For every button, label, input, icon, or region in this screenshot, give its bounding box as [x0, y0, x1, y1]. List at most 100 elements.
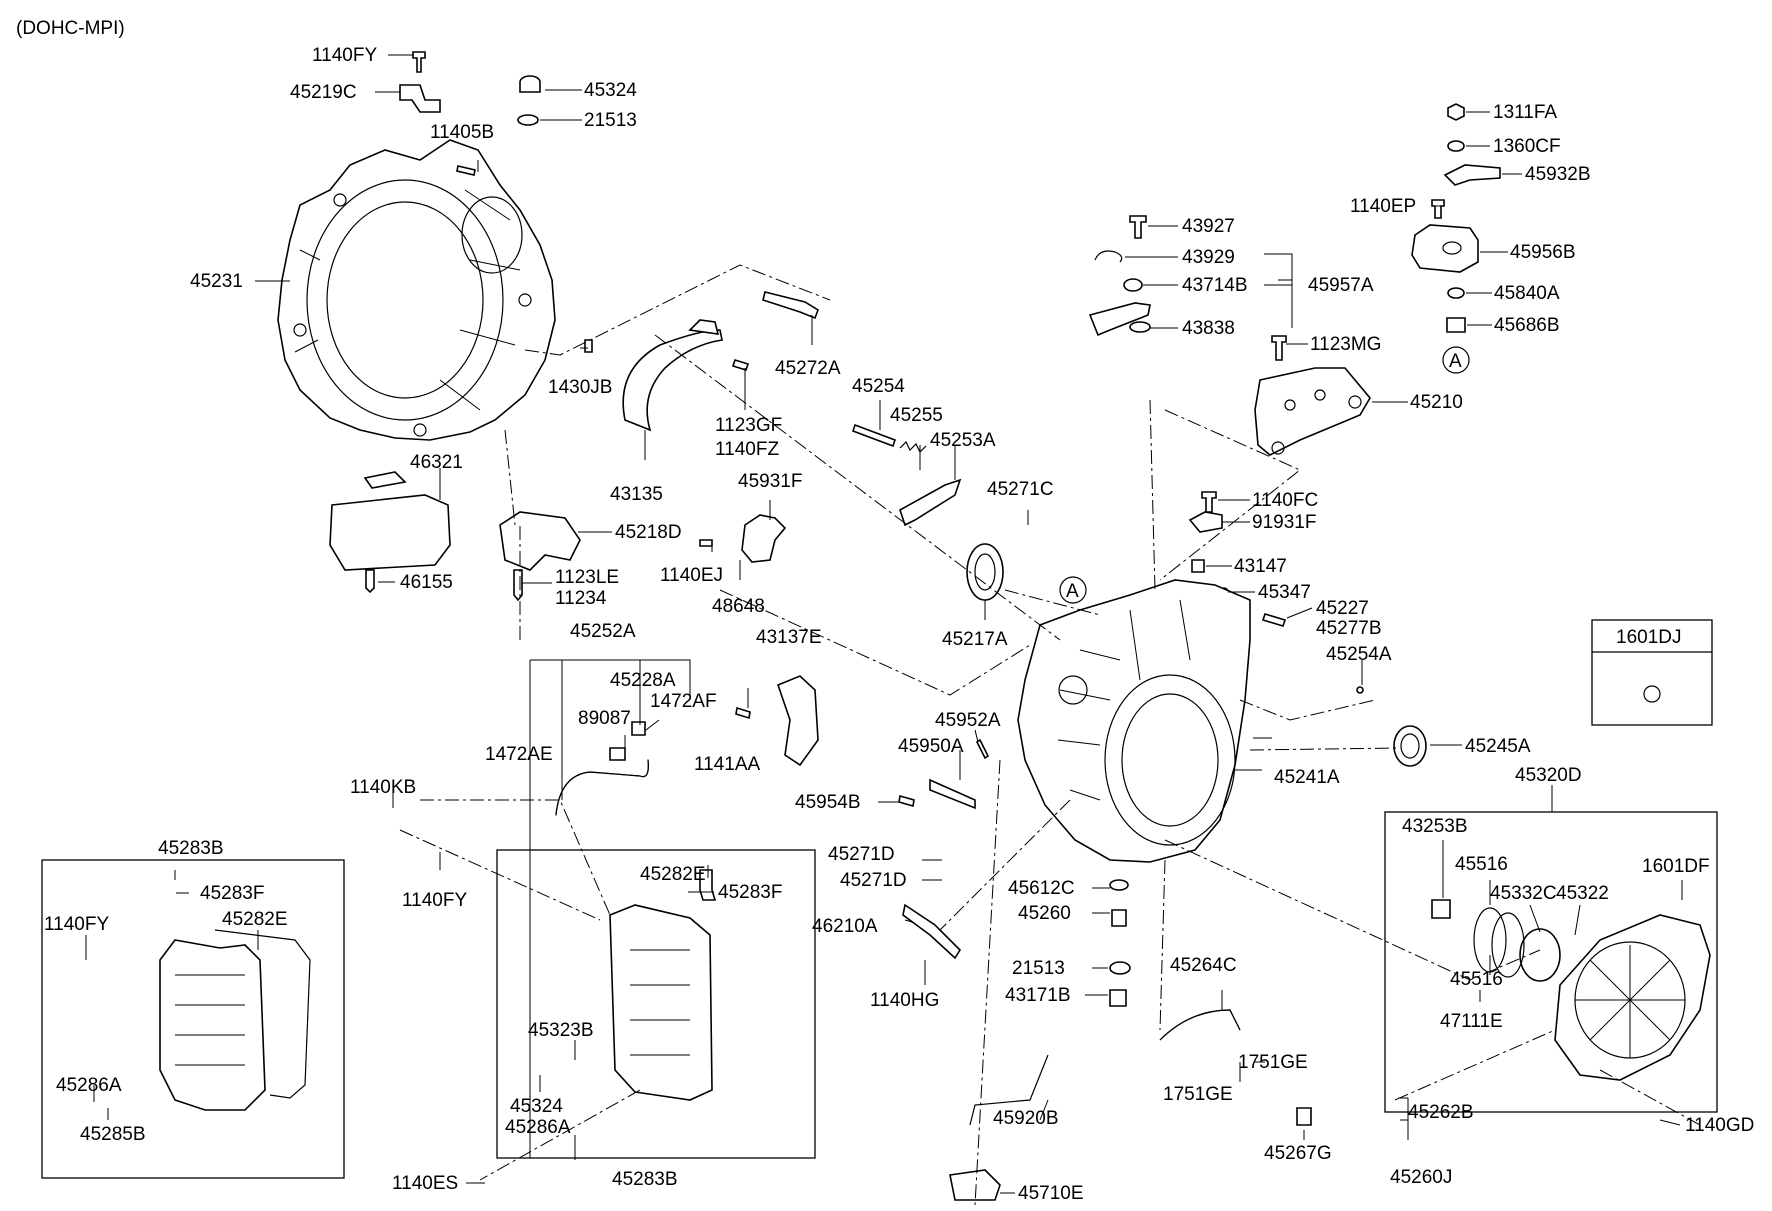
label-45218D: 45218D: [615, 522, 682, 543]
label-1123LE: 1123LE: [555, 567, 619, 588]
label-1360CF: 1360CF: [1493, 136, 1561, 157]
bolt-1123GF: [731, 359, 750, 371]
inset-title: 1601DJ: [1616, 627, 1682, 648]
label-45285B: 45285B: [80, 1124, 146, 1145]
engine-variant-heading: (DOHC-MPI): [16, 18, 125, 39]
box-45320D: [1384, 811, 1718, 1113]
label-45283B-left: 45283B: [158, 838, 224, 859]
nut-1311FA: [1447, 103, 1465, 121]
label-45324-lower: 45324: [510, 1096, 563, 1117]
box-45283B-left: [41, 859, 345, 1179]
hose-45252A: [555, 759, 649, 816]
bolt-1140EP: [1431, 199, 1445, 219]
label-1311FA: 1311FA: [1493, 102, 1557, 123]
lever-45253A: [899, 478, 962, 527]
label-21513: 21513: [584, 110, 637, 131]
pin-45254A: [1356, 686, 1364, 694]
label-45322: 45322: [1556, 883, 1609, 904]
label-45219C: 45219C: [290, 82, 357, 103]
label-1140FY: 1140FY: [312, 45, 377, 66]
label-1472AF: 1472AF: [650, 691, 717, 712]
label-45252A: 45252A: [570, 621, 636, 642]
bracket-46210A: [902, 903, 962, 960]
spring-45255: [899, 440, 927, 454]
bolt-43927: [1129, 215, 1147, 239]
label-45932B: 45932B: [1525, 164, 1591, 185]
transaxle-housing-45231: [277, 139, 556, 441]
bolt-1123LE: [513, 569, 523, 602]
label-43253B: 43253B: [1402, 816, 1468, 837]
bolt-1140FC: [1201, 491, 1217, 513]
label-46210A: 46210A: [812, 916, 878, 937]
label-1472AE: 1472AE: [485, 744, 553, 765]
label-45255: 45255: [890, 405, 943, 426]
label-45231: 45231: [190, 271, 243, 292]
label-1751GE-a: 1751GE: [1238, 1052, 1308, 1073]
label-45347: 45347: [1258, 582, 1311, 603]
bolt-46155: [365, 569, 375, 594]
label-45271D-a: 45271D: [828, 844, 895, 865]
label-45612C: 45612C: [1008, 878, 1075, 899]
label-45271D-b: 45271D: [840, 870, 907, 891]
label-1140FZ: 1140FZ: [715, 439, 779, 460]
bolt-1140EJ: [699, 539, 713, 547]
label-43171B: 43171B: [1005, 985, 1071, 1006]
clip-43929: [1094, 250, 1123, 263]
bracket-45218D: [499, 511, 581, 571]
bearing-45332C: [1519, 928, 1561, 982]
label-45264C: 45264C: [1170, 955, 1237, 976]
lever-45932B: [1443, 164, 1501, 186]
label-45283B-right: 45283B: [612, 1169, 678, 1190]
label-45254A: 45254A: [1326, 644, 1392, 665]
label-45241A: 45241A: [1274, 767, 1340, 788]
ref-a-case: A: [1066, 581, 1079, 602]
valve-cover-right: [609, 904, 713, 1101]
label-45277B: 45277B: [1316, 618, 1382, 639]
gasket-45282E: [214, 929, 311, 1099]
label-45282E-right: 45282E: [640, 864, 706, 885]
label-45956B: 45956B: [1510, 242, 1576, 263]
label-45323B: 45323B: [528, 1020, 594, 1041]
mounting-bracket-45210: [1254, 367, 1371, 456]
label-1140EJ: 1140EJ: [660, 565, 723, 586]
label-45283F-right: 45283F: [718, 882, 782, 903]
bolt-45954B: [898, 794, 915, 808]
label-45282E-left: 45282E: [222, 909, 288, 930]
label-1430JB: 1430JB: [548, 377, 612, 398]
washer-45840A: [1447, 287, 1465, 299]
label-45686B: 45686B: [1494, 315, 1560, 336]
label-1140EP: 1140EP: [1350, 196, 1416, 217]
label-1123MG: 1123MG: [1310, 334, 1381, 355]
label-45245A: 45245A: [1465, 736, 1531, 757]
label-1751GE-b: 1751GE: [1163, 1084, 1233, 1105]
label-45260: 45260: [1018, 903, 1071, 924]
label-45710E: 45710E: [1018, 1183, 1084, 1204]
label-1123GF: 1123GF: [715, 415, 782, 436]
label-43929: 43929: [1182, 247, 1235, 268]
box-45283B-right: [496, 849, 816, 1159]
label-1140KB: 1140KB: [350, 777, 416, 798]
label-43147: 43147: [1234, 556, 1287, 577]
label-46321: 46321: [410, 452, 463, 473]
label-1140FC: 1140FC: [1252, 490, 1318, 511]
plug-45260: [1111, 909, 1127, 927]
bushing-43714B: [1123, 278, 1143, 292]
dowel-1430JB: [584, 339, 593, 353]
oil-seal-45245A: [1393, 725, 1427, 767]
label-48648: 48648: [712, 596, 765, 617]
bracket-45219C: [399, 84, 441, 113]
oil-filter-46321: [329, 494, 451, 571]
washer-1360CF: [1447, 140, 1465, 152]
label-45254: 45254: [852, 376, 905, 397]
transaxle-case-45241A: A: [1017, 576, 1251, 863]
label-45271C: 45271C: [987, 479, 1054, 500]
label-1140ES: 1140ES: [392, 1173, 458, 1194]
label-45950A: 45950A: [898, 736, 964, 757]
label-1140FY-left: 1140FY: [44, 914, 109, 935]
sensor-45710E: [949, 1169, 1001, 1201]
label-45272A: 45272A: [775, 358, 841, 379]
assembly-center-lines: [399, 264, 1701, 1206]
bolt-1141AA: [735, 706, 751, 720]
label-45516-a: 45516: [1455, 854, 1508, 875]
